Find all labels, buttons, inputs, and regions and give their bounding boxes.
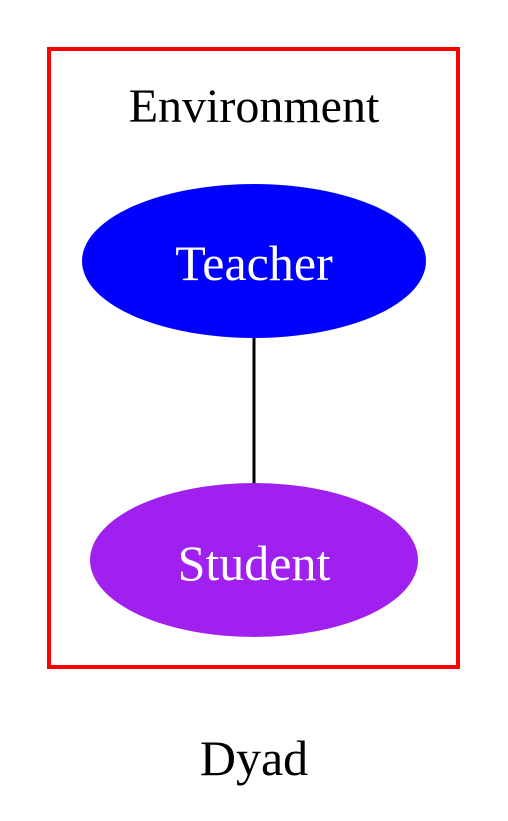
environment-cluster-border xyxy=(47,47,460,669)
teacher-node[interactable]: Teacher xyxy=(82,184,426,338)
student-node[interactable]: Student xyxy=(90,483,418,637)
student-node-shape xyxy=(90,483,418,637)
environment-cluster-label: Environment xyxy=(129,80,380,133)
teacher-node-shape xyxy=(82,184,426,338)
student-node-label: Student xyxy=(178,535,331,591)
teacher-node-label: Teacher xyxy=(175,235,333,291)
graph-title: Dyad xyxy=(200,730,308,786)
environment-cluster: Environment xyxy=(47,47,460,669)
